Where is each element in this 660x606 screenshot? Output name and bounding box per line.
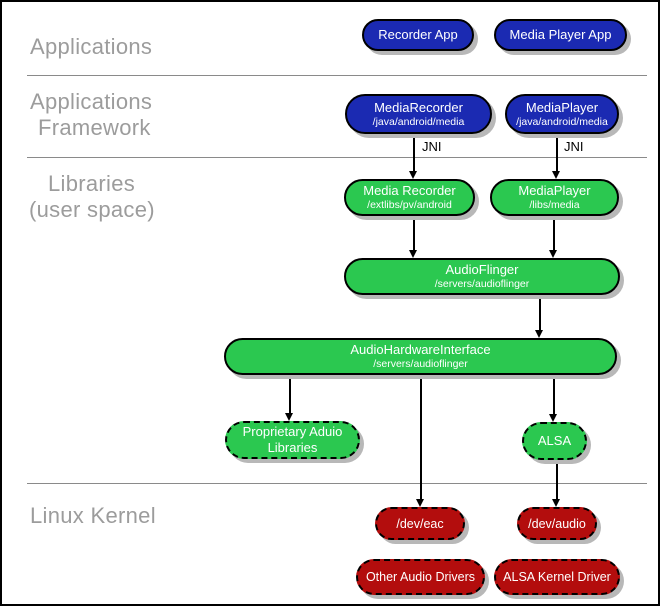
edge-alsa-devaudio-arrowhead — [552, 499, 560, 507]
node-alsa-kernel-driver-title: ALSA Kernel Driver — [503, 570, 611, 584]
edge-audioflinger-ahi-line — [539, 296, 541, 331]
edge-mediaplayer-jni-arrowhead — [552, 171, 560, 179]
node-media-player-app: Media Player App — [494, 19, 627, 51]
node-alsa: ALSA — [522, 422, 587, 460]
edge-mediaplayer-jni-line — [556, 134, 558, 172]
section-label-libraries-line1: Libraries — [48, 171, 136, 196]
edge-ahi-deveac-arrowhead — [416, 499, 424, 507]
divider-libraries-kernel — [27, 483, 647, 484]
node-mediaplayer-framework-path: /java/android/media — [516, 115, 608, 128]
node-mediarecorder-framework-title: MediaRecorder — [374, 99, 463, 115]
node-mediaplayer-framework-title: MediaPlayer — [525, 99, 599, 115]
edge-ahi-deveac-line — [420, 375, 422, 500]
section-label-applications: Applications — [30, 34, 153, 59]
node-mediaplayer-lib-path: /libs/media — [529, 199, 580, 211]
jni-label-right: JNI — [564, 139, 584, 154]
node-recorder-app: Recorder App — [362, 19, 474, 51]
node-proprietary-audio-libraries-title2: Libraries — [267, 440, 318, 455]
node-audioflinger-title: AudioFlinger — [445, 262, 519, 277]
section-label-libraries-line2: (user space) — [29, 197, 155, 222]
edge-mediarecorder-jni-line — [413, 134, 415, 172]
node-alsa-kernel-driver: ALSA Kernel Driver — [494, 559, 620, 595]
divider-applications-framework — [27, 75, 647, 76]
edge-playerlib-audioflinger-arrowhead — [549, 250, 557, 258]
node-mediaplayer-framework: MediaPlayer /java/android/media — [505, 94, 619, 134]
section-label-framework-line2: Framework — [38, 115, 151, 140]
section-label-framework-line1: Applications — [30, 89, 153, 114]
node-audioflinger: AudioFlinger /servers/audioflinger — [344, 258, 620, 295]
node-mediarecorder-framework-path: /java/android/media — [372, 115, 465, 128]
edge-playerlib-audioflinger-line — [553, 216, 555, 251]
edge-ahi-alsa-arrowhead — [549, 414, 557, 422]
jni-label-left: JNI — [422, 139, 442, 154]
edge-ahi-alsa-line — [553, 375, 555, 415]
node-media-recorder-lib-title: Media Recorder — [363, 183, 456, 198]
edge-audioflinger-ahi-arrowhead — [535, 330, 543, 338]
node-mediarecorder-framework: MediaRecorder /java/android/media — [345, 94, 492, 134]
edge-mediarecorder-jni-arrowhead — [409, 171, 417, 179]
edge-alsa-devaudio-line — [556, 461, 558, 500]
node-dev-eac-title: /dev/eac — [396, 516, 444, 531]
node-media-player-app-title: Media Player App — [509, 27, 612, 42]
node-proprietary-audio-libraries-title: Proprietary Aduio — [242, 424, 343, 439]
node-alsa-title: ALSA — [537, 433, 572, 448]
edge-ahi-proprietary-arrowhead — [285, 413, 293, 421]
node-other-audio-drivers: Other Audio Drivers — [356, 559, 485, 595]
node-dev-audio: /dev/audio — [517, 507, 597, 540]
divider-framework-libraries — [27, 157, 647, 158]
edge-recorderlib-audioflinger-line — [413, 216, 415, 251]
edge-recorderlib-audioflinger-arrowhead — [409, 250, 417, 258]
edge-ahi-proprietary-line — [289, 375, 291, 414]
node-dev-audio-title: /dev/audio — [528, 516, 586, 531]
node-dev-eac: /dev/eac — [375, 507, 465, 540]
node-audioflinger-path: /servers/audioflinger — [434, 278, 530, 290]
node-recorder-app-title: Recorder App — [378, 27, 458, 42]
node-media-recorder-lib: Media Recorder /extlibs/pv/android — [344, 179, 475, 216]
node-mediaplayer-lib: MediaPlayer /libs/media — [490, 179, 619, 216]
node-proprietary-audio-libraries: Proprietary Aduio Libraries — [225, 421, 360, 459]
node-audiohardwareinterface-path: /servers/audioflinger — [373, 358, 468, 370]
section-label-linux-kernel: Linux Kernel — [30, 503, 156, 528]
node-media-recorder-lib-path: /extlibs/pv/android — [367, 199, 452, 211]
node-mediaplayer-lib-title: MediaPlayer — [518, 183, 591, 198]
node-audiohardwareinterface: AudioHardwareInterface /servers/audiofli… — [224, 338, 617, 375]
node-other-audio-drivers-title: Other Audio Drivers — [365, 570, 476, 584]
node-audiohardwareinterface-title: AudioHardwareInterface — [350, 342, 491, 357]
